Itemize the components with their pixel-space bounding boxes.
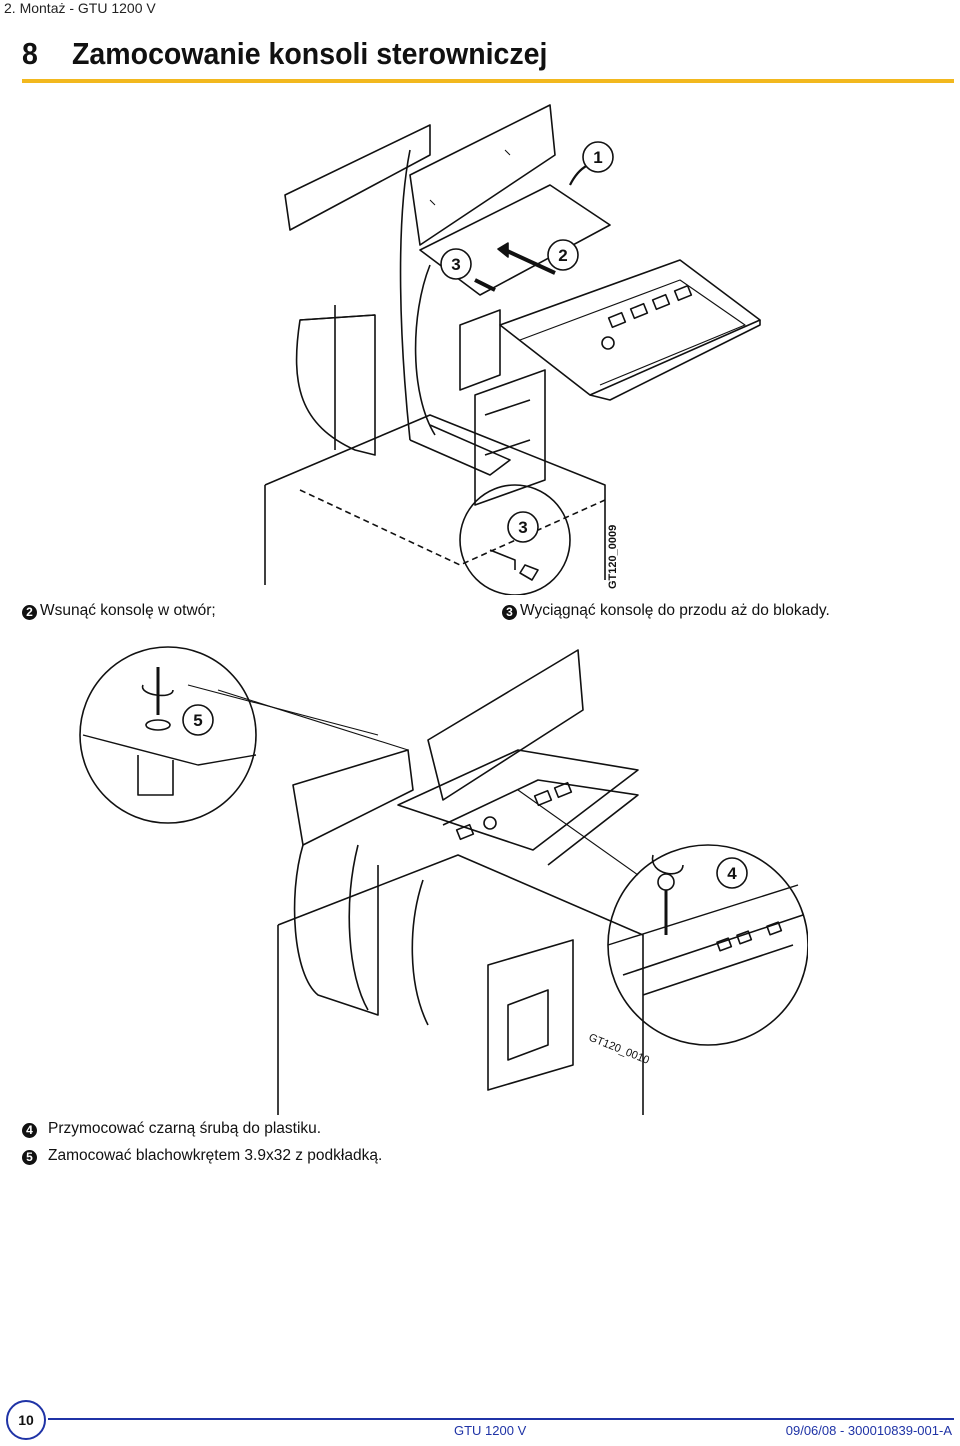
page-title: Zamocowanie konsoli sterowniczej [72, 36, 548, 71]
callout-4: 4 [727, 864, 737, 883]
header-divider [22, 79, 954, 83]
step-number-badge: 4 [22, 1123, 37, 1138]
step-text: Wsunąć konsolę w otwór; [40, 602, 216, 619]
callout-2: 2 [558, 246, 567, 265]
step-4: 4 Przymocować czarną śrubą do plastiku. [22, 1120, 321, 1138]
footer-doc-ref: 09/06/08 - 300010839-001-A [785, 1423, 952, 1438]
step-text: Zamocować blachowkrętem 3.9x32 z podkład… [48, 1147, 383, 1164]
figure-code: GT120_0010 [587, 1032, 651, 1067]
page-number: 10 [6, 1400, 46, 1440]
footer-divider [48, 1418, 954, 1420]
callout-1: 1 [593, 148, 602, 167]
step-number-badge: 2 [22, 605, 37, 620]
figure-console-fix: 5 4 GT120_0010 [79, 646, 808, 1115]
figure-code: GT120_0009 [607, 525, 619, 589]
step-text: Przymocować czarną śrubą do plastiku. [48, 1120, 322, 1137]
footer-model: GTU 1200 V [454, 1423, 527, 1438]
step-number-badge: 3 [502, 605, 517, 620]
figure-console-insert: 1 2 3 3 GT120_0009 [264, 104, 761, 595]
step-number-badge: 5 [22, 1150, 37, 1165]
callout-3a: 3 [451, 255, 460, 274]
callout-5: 5 [193, 711, 202, 730]
section-number: 8 [22, 36, 38, 71]
callout-3b: 3 [518, 518, 527, 537]
breadcrumb: 2. Montaż - GTU 1200 V [4, 0, 156, 16]
step-5: 5 Zamocować blachowkrętem 3.9x32 z podkła… [22, 1147, 382, 1165]
step-text: Wyciągnąć konsolę do przodu aż do blokad… [520, 602, 830, 619]
